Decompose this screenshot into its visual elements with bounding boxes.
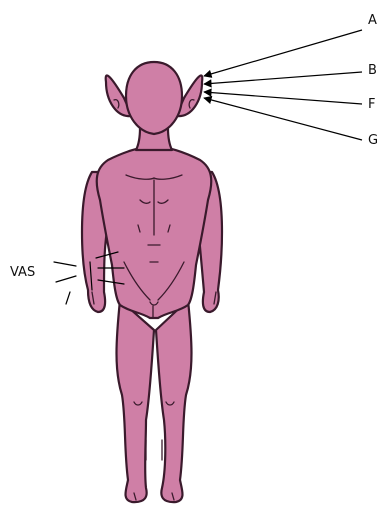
left-leg [117, 300, 155, 502]
pointer-lines [204, 30, 362, 140]
arrow-a [204, 30, 362, 76]
arrow-b [204, 72, 362, 84]
label-a: A [368, 13, 377, 28]
arrow-f [204, 92, 362, 104]
label-vas: VAS [10, 265, 35, 280]
human-figure [82, 62, 222, 502]
right-leg [156, 300, 192, 502]
label-b: B [368, 63, 377, 78]
label-g: G [368, 133, 378, 148]
head [126, 62, 182, 134]
arrow-g [204, 98, 362, 140]
label-f: F [368, 97, 375, 112]
